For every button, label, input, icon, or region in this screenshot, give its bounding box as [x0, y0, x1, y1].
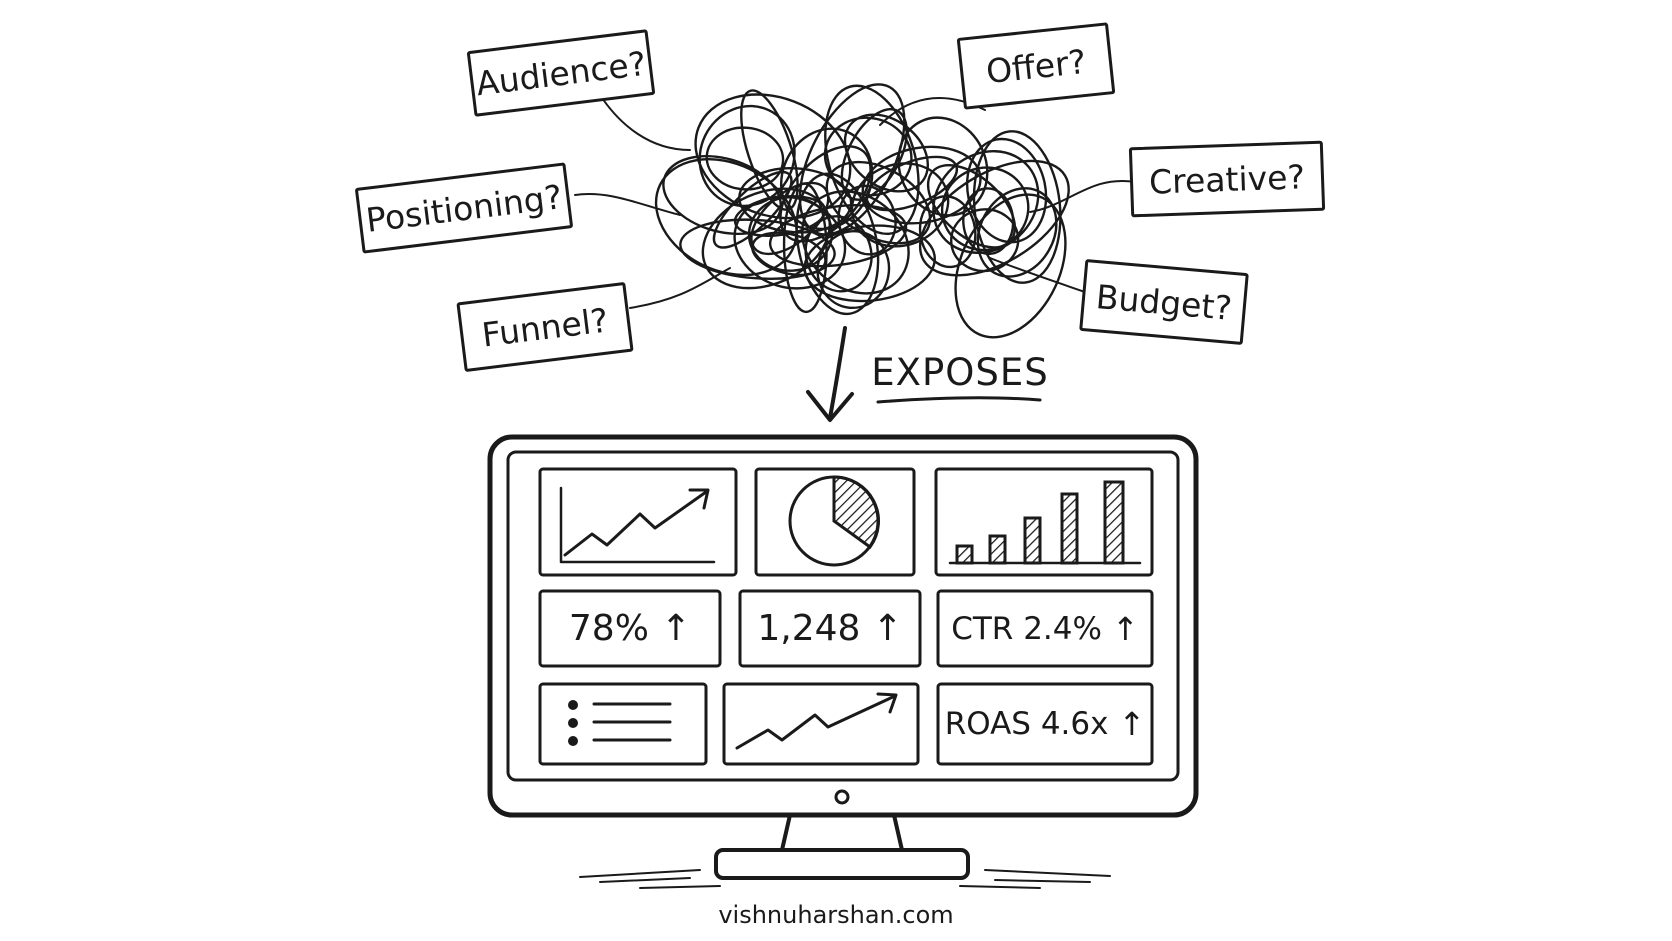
footer-website: vishnuharshan.com: [718, 901, 954, 929]
scribble-loop: [679, 218, 836, 280]
scribble-loop: [751, 231, 827, 277]
scribble-loop: [779, 145, 872, 243]
down-arrow-icon: [806, 326, 854, 422]
scribble-loop: [954, 193, 1067, 339]
scribble-loop: [962, 187, 1015, 255]
monitor-base: [714, 848, 970, 880]
arrow-up-icon: ↑: [660, 608, 692, 649]
monitor-neck: [780, 813, 904, 852]
scribble-loop: [698, 104, 796, 208]
scribble-loop: [750, 181, 830, 256]
scribble-loop: [733, 195, 847, 290]
metric-tile-3-frame: [936, 589, 1154, 668]
scribble-loop: [801, 190, 910, 295]
scribble-loop: [740, 89, 799, 211]
monitor: [487, 434, 1199, 889]
ground-shadow: [579, 869, 1111, 889]
metric-tile-2-frame: [738, 589, 922, 668]
metric-value-1: 78%: [568, 608, 649, 649]
scribble-loop: [804, 215, 873, 293]
scribble-loop: [738, 167, 853, 234]
metric-value-3: CTR 2.4%: [951, 610, 1102, 647]
scribble-loop: [694, 93, 852, 220]
exposes-label: EXPOSES: [871, 350, 1049, 394]
question-budget: Budget?: [1079, 258, 1249, 346]
metric-value-4: ROAS 4.6x: [944, 706, 1109, 742]
metric-tile-3: CTR 2.4% ↑: [938, 591, 1152, 666]
tangled-scribble: [654, 83, 1070, 339]
pie-chart-tile: [754, 467, 916, 577]
arrow-up-icon: ↑: [1111, 609, 1139, 648]
metric-tile-1: 78% ↑: [540, 591, 720, 666]
scribble-loop: [654, 158, 798, 277]
metric-tile-1-frame: [538, 589, 722, 668]
scribble-loop: [918, 159, 1070, 277]
exposes-underline: [876, 396, 1042, 404]
question-creative: Creative?: [1128, 140, 1326, 218]
scribble-loop: [850, 162, 950, 248]
list-tile: [538, 682, 708, 766]
trend-line-tile: [722, 682, 920, 766]
scribble-loop: [932, 150, 1040, 254]
arrow-up-icon: ↑: [1118, 705, 1146, 743]
line-chart-tile: [538, 467, 738, 577]
power-button-icon: [834, 789, 850, 805]
metric-tile-4-frame: [936, 682, 1154, 766]
arrow-up-icon: ↑: [872, 608, 903, 649]
scribble-loop: [950, 208, 1020, 273]
bar-chart-tile: [934, 467, 1154, 577]
metric-tile-2: 1,248 ↑: [740, 591, 920, 666]
metric-value-2: 1,248: [757, 608, 861, 649]
scribble-loop: [976, 187, 1058, 278]
metric-tile-4: ROAS 4.6x ↑: [938, 684, 1152, 764]
